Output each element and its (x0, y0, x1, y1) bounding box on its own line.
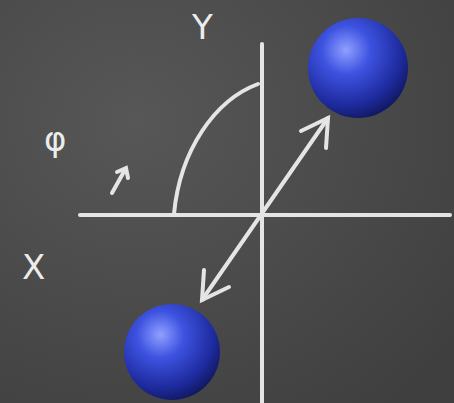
arrow-head (202, 270, 229, 300)
label-text: Y (192, 10, 213, 44)
arrow-head (301, 118, 328, 148)
double-arrow-shaft (202, 118, 328, 300)
angle-arc (174, 84, 258, 214)
axis-label: Y (192, 10, 213, 44)
sphere (308, 18, 408, 118)
label-text: X (22, 250, 45, 284)
x-axis (80, 213, 450, 217)
sphere (124, 304, 220, 400)
y-axis (260, 44, 264, 403)
rotation-arrow (112, 168, 128, 193)
label-text: φ (44, 122, 66, 156)
axis-label: X (22, 250, 45, 284)
angle-label: φ (44, 122, 66, 156)
